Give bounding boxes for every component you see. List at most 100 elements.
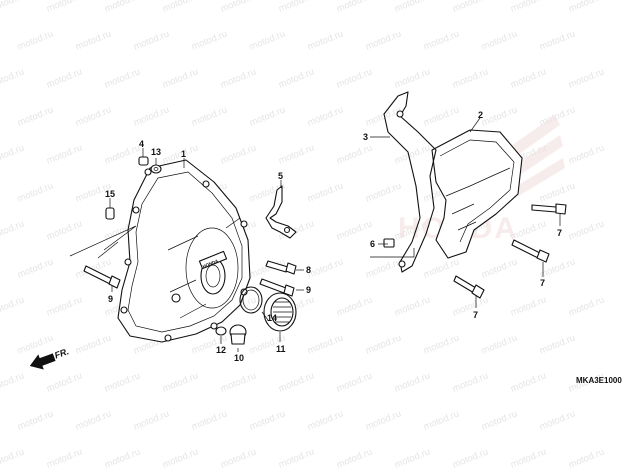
o-ring-part-13 (150, 164, 162, 174)
watermark-text: motod.ru (538, 409, 577, 433)
bolt-part-9-left (83, 265, 121, 289)
watermark-text: motod.ru (364, 105, 403, 129)
watermark-text: motod.ru (161, 447, 200, 468)
watermark-text: motod.ru (161, 67, 200, 91)
watermark-text: motod.ru (480, 333, 519, 357)
leader-lines (69, 117, 561, 352)
watermark-text: motod.ru (248, 29, 287, 53)
callout-labels: 1 2 3 4 5 6 7 7 7 8 9 9 10 11 12 13 14 1… (105, 110, 562, 363)
callout-8: 8 (306, 265, 311, 275)
watermark-text: motod.ru (364, 181, 403, 205)
o-ring-part-14 (239, 286, 263, 314)
watermark-text: motod.ru (45, 447, 84, 468)
watermark-text: motod.ru (103, 0, 142, 15)
watermark-text: motod.ru (45, 143, 84, 167)
watermark-text: motod.ru (422, 409, 461, 433)
callout-3: 3 (363, 132, 368, 142)
watermark-text: motod.ru (335, 371, 374, 395)
watermark-text: motod.ru (364, 409, 403, 433)
watermark-text: motod.ru (132, 105, 171, 129)
callout-1: 1 (181, 149, 186, 159)
watermark-text: motod.ru (277, 143, 316, 167)
plug-part-10 (229, 324, 247, 345)
watermark-text: motod.ru (509, 67, 548, 91)
watermark-text: motod.ru (74, 29, 113, 53)
watermark-text: motod.ru (480, 29, 519, 53)
watermark-text: motod.ru (74, 333, 113, 357)
callout-11: 11 (276, 344, 286, 354)
watermark-text: motod.ru (16, 257, 55, 281)
watermark-text: motod.ru (45, 371, 84, 395)
watermark-text: motod.ru (277, 447, 316, 468)
watermark-text: motod.ru (335, 0, 374, 15)
gasket-part-3 (383, 91, 437, 273)
watermark-text: motod.ru (45, 219, 84, 243)
watermark-text: motod.ru (306, 105, 345, 129)
watermark-text: motod.ru (422, 333, 461, 357)
watermark-text: motod.ru (335, 67, 374, 91)
watermark-text: motod.ru (103, 143, 142, 167)
watermark-text: motod.ru (248, 409, 287, 433)
bracket-part-5 (265, 185, 297, 239)
watermark-text: motod.ru (567, 67, 606, 91)
watermark-text: motod.ru (509, 295, 548, 319)
callout-12: 12 (216, 345, 226, 355)
watermark-text: motod.ru (219, 371, 258, 395)
left-crankcase-cover: HONDA (117, 159, 251, 343)
watermark-text: motod.ru (190, 105, 229, 129)
callout-6: 6 (370, 239, 375, 249)
watermark-text: motod.ru (480, 409, 519, 433)
watermark-text: motod.ru (219, 0, 258, 15)
cover-emblem-text: HONDA (202, 258, 220, 269)
bolt-part-7-middle (511, 239, 550, 263)
watermark-text: motod.ru (567, 143, 606, 167)
watermark-text: motod.ru (132, 409, 171, 433)
watermark-text: motod.ru (0, 219, 26, 243)
watermark-text: motod.ru (190, 29, 229, 53)
watermark-text: motod.ru (45, 295, 84, 319)
watermark-text: motod.ru (393, 447, 432, 468)
direction-arrow-icon (29, 353, 56, 370)
callout-7-upper: 7 (557, 228, 562, 238)
watermark-text: motod.ru (16, 181, 55, 205)
watermark-text: motod.ru (16, 409, 55, 433)
watermark-text: motod.ru (567, 295, 606, 319)
callout-9-right: 9 (306, 285, 311, 295)
callout-9-left: 9 (108, 294, 113, 304)
watermark-text: motod.ru (219, 143, 258, 167)
watermark-text: motod.ru (393, 0, 432, 15)
o-ring-part-12 (215, 326, 227, 336)
watermark-text: motod.ru (0, 0, 26, 15)
watermark-text: motod.ru (103, 67, 142, 91)
watermark-text: motod.ru (219, 447, 258, 468)
watermark-text: motod.ru (364, 29, 403, 53)
front-direction-indicator: FR. (29, 346, 70, 370)
watermark-text: motod.ru (74, 105, 113, 129)
callout-13: 13 (151, 147, 161, 157)
watermark-text: motod.ru (364, 257, 403, 281)
watermark-text: motod.ru (335, 295, 374, 319)
callout-10: 10 (234, 353, 244, 363)
watermark-text: motod.ru (393, 143, 432, 167)
watermark-text: motod.ru (335, 219, 374, 243)
callout-2: 2 (478, 110, 483, 120)
watermark-text: motod.ru (335, 447, 374, 468)
watermark-text: motod.ru (451, 0, 490, 15)
watermark-text: motod.ru (306, 29, 345, 53)
watermark-text: motod.ru (0, 295, 26, 319)
watermark-text: motod.ru (103, 371, 142, 395)
bolt-part-8 (265, 260, 297, 275)
watermark-text: motod.ru (538, 333, 577, 357)
watermark-text: motod.ru (422, 105, 461, 129)
bolt-part-7-upper (531, 203, 567, 215)
watermark-text: motod.ru (393, 295, 432, 319)
watermark-text: motod.ru (277, 0, 316, 15)
watermark-text: motod.ru (161, 0, 200, 15)
watermark-text: motod.ru (393, 67, 432, 91)
watermark-text: motod.ru (306, 333, 345, 357)
watermark-text: motod.ru (277, 67, 316, 91)
watermark-text: motod.ru (219, 67, 258, 91)
watermark-text: motod.ru (393, 371, 432, 395)
watermark-text: motod.ru (509, 371, 548, 395)
